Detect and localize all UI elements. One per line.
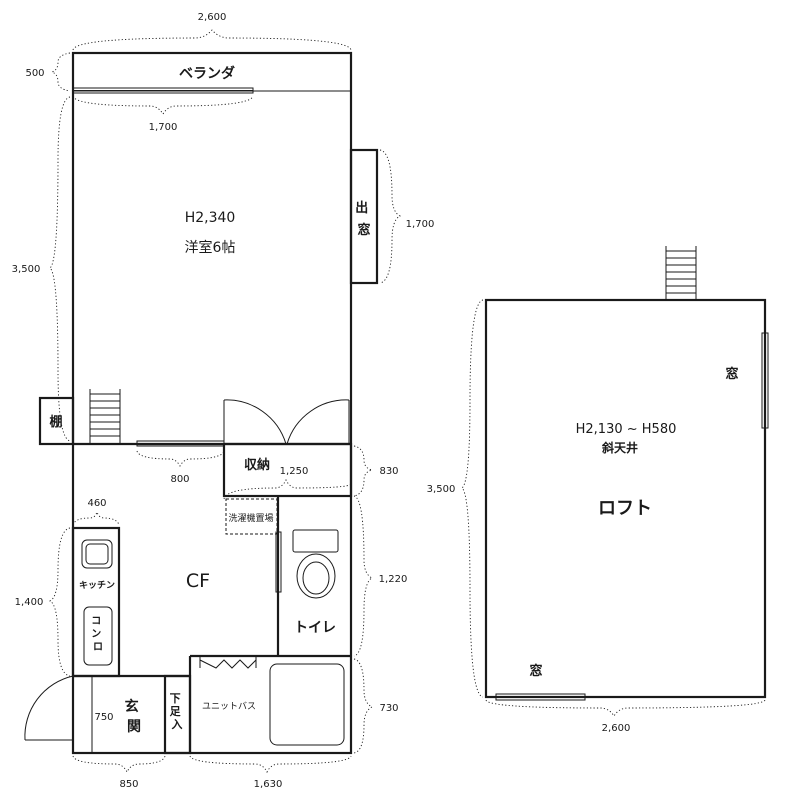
kitchen-label: キッチン xyxy=(79,580,115,591)
dim-bath-depth: 730 xyxy=(379,703,398,714)
dim-entrance-width: 850 xyxy=(119,779,138,790)
outer-wall xyxy=(71,51,353,755)
interior-window xyxy=(136,440,225,447)
dim-toilet-depth: 1,220 xyxy=(379,574,408,585)
bay-window-char-2: 窓 xyxy=(357,222,370,238)
loft-window-right xyxy=(761,332,769,429)
cf-label: CF xyxy=(186,570,210,592)
bay-window-char-1: 出 xyxy=(355,200,368,216)
dim-storage-width: 1,250 xyxy=(280,466,309,477)
loft-ladder xyxy=(665,246,697,300)
loft-window-bottom-label: 窓 xyxy=(529,663,542,679)
dim-ladder-opening: 800 xyxy=(170,474,189,485)
loft-depth-brace xyxy=(461,299,484,698)
entrance-char-1: 玄 xyxy=(125,698,139,715)
stove-char-2: ン xyxy=(91,629,101,640)
dim-kitchen-depth: 460 xyxy=(87,498,106,509)
toilet-label: トイレ xyxy=(294,620,336,636)
loft-ceiling-label: 斜天井 xyxy=(601,440,638,455)
loft-window-top-label: 窓 xyxy=(725,366,738,382)
footrest-char-2: 足 xyxy=(170,705,182,718)
washer-space xyxy=(225,498,278,535)
dimension-lines xyxy=(48,29,402,774)
bay-window xyxy=(349,148,379,285)
dim-bay-window: 1,700 xyxy=(406,219,435,230)
dim-veranda-window: 1,700 xyxy=(149,122,178,133)
room-height-label: H2,340 xyxy=(185,210,236,226)
entrance-char-2: 関 xyxy=(127,719,141,735)
entrance-label: 玄 関 xyxy=(125,698,144,735)
toilet-bowl xyxy=(292,529,339,599)
loft-window-bottom xyxy=(495,693,586,701)
dim-kitchen-length: 1,400 xyxy=(15,597,44,608)
dim-room-depth: 3,500 xyxy=(12,264,41,275)
bay-window-label: 出 窓 xyxy=(355,200,373,238)
footrest-char-1: 下 xyxy=(170,692,181,705)
stove-label: コ ン ロ xyxy=(91,616,104,653)
unit-bath-label: ユニットバス xyxy=(202,701,256,712)
entrance xyxy=(24,674,192,755)
main-unit xyxy=(24,51,379,755)
storage-doors xyxy=(223,399,350,445)
sink xyxy=(81,539,113,569)
storage xyxy=(222,442,353,498)
loft-label: ロフト xyxy=(598,498,652,519)
room-name-label: 洋室6帖 xyxy=(185,239,236,256)
shelf xyxy=(38,396,75,446)
stove xyxy=(83,606,113,666)
footrest-char-3: 入 xyxy=(172,718,183,731)
dim-entrance-depth: 750 xyxy=(94,712,113,723)
veranda-window xyxy=(72,87,254,94)
loft-width-brace xyxy=(485,699,766,717)
loft-unit xyxy=(461,246,769,717)
footrest-label: 下 足 入 xyxy=(170,692,185,731)
dim-loft-width: 2,600 xyxy=(602,723,631,734)
kitchen-counter xyxy=(71,526,121,678)
veranda-label: ベランダ xyxy=(179,65,235,82)
storage-label: 収納 xyxy=(244,457,270,473)
dim-storage-depth: 830 xyxy=(379,466,398,477)
dim-top-width: 2,600 xyxy=(198,12,227,23)
shelf-label: 棚 xyxy=(49,414,62,430)
loft-wall xyxy=(484,298,767,699)
dim-bath-width: 1,630 xyxy=(254,779,283,790)
toilet-door xyxy=(275,531,282,593)
dim-veranda-depth: 500 xyxy=(25,68,44,79)
stove-char-3: ロ xyxy=(93,642,103,653)
dim-loft-depth: 3,500 xyxy=(427,484,456,495)
loft-height-label: H2,130 ~ H580 xyxy=(576,422,677,437)
washer-space-label: 洗濯機置場 xyxy=(228,512,273,524)
stove-char-1: コ xyxy=(91,616,101,627)
ladder xyxy=(89,389,121,444)
